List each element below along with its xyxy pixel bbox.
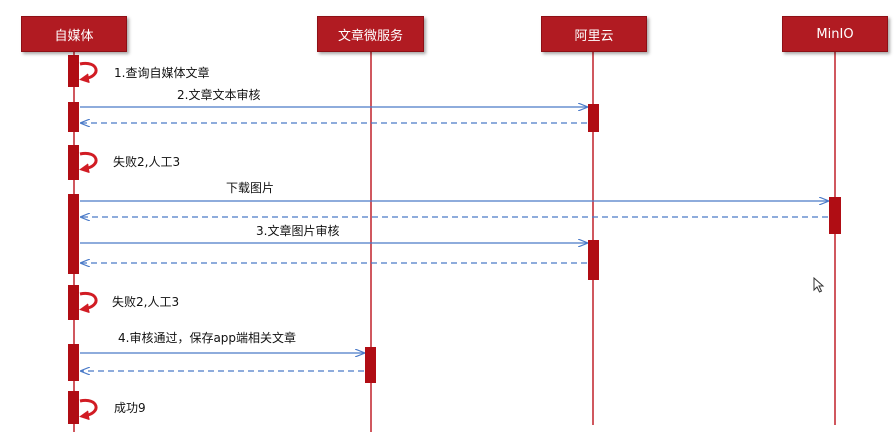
message-label-1: 1.查询自媒体文章 xyxy=(114,66,210,80)
message-label-5: 3.文章图片审核 xyxy=(256,224,340,238)
activation-media-6 xyxy=(68,344,79,381)
participant-article: 文章微服务 xyxy=(317,16,424,52)
participant-aliyun: 阿里云 xyxy=(541,16,647,52)
activation-aliyun-2 xyxy=(588,240,599,280)
participant-media-label: 自媒体 xyxy=(54,28,94,44)
mouse-cursor-icon xyxy=(813,277,825,293)
activation-media-5 xyxy=(68,285,79,320)
participant-minio: MinIO xyxy=(782,16,888,52)
activation-media-2 xyxy=(68,102,79,132)
participant-aliyun-label: 阿里云 xyxy=(574,28,614,44)
self-call-2-icon xyxy=(79,151,98,174)
activation-media-1 xyxy=(68,55,79,87)
message-label-7: 4.审核通过，保存app端相关文章 xyxy=(118,331,297,345)
participant-minio-label: MinIO xyxy=(816,26,854,42)
self-call-3-icon xyxy=(79,291,98,314)
activation-aliyun-1 xyxy=(588,104,599,132)
participant-media: 自媒体 xyxy=(21,16,127,52)
self-call-4-icon xyxy=(79,398,98,421)
self-call-1-icon xyxy=(79,61,98,84)
activation-media-4 xyxy=(68,194,79,274)
activation-media-3 xyxy=(68,145,79,180)
activation-article-1 xyxy=(365,347,376,383)
message-label-4: 下载图片 xyxy=(226,181,275,195)
message-label-8: 成功9 xyxy=(114,401,146,415)
message-label-2: 2.文章文本审核 xyxy=(177,88,261,102)
participant-article-label: 文章微服务 xyxy=(337,28,403,44)
activation-media-7 xyxy=(68,391,79,424)
message-label-3: 失败2,人工3 xyxy=(113,155,181,169)
message-label-6: 失败2,人工3 xyxy=(112,295,180,309)
activation-minio-1 xyxy=(829,197,841,234)
